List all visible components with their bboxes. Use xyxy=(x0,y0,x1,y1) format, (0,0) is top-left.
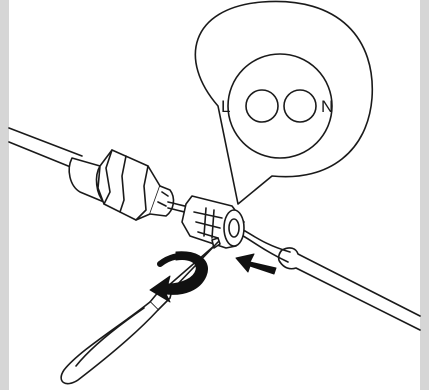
left-side-bar xyxy=(0,0,9,390)
terminal-insert xyxy=(181,195,245,249)
rotation-arrow-tail xyxy=(157,253,195,267)
left-cable xyxy=(8,127,83,171)
cable-gland xyxy=(68,149,175,221)
right-side-bar xyxy=(420,0,429,390)
terminal-hole-l xyxy=(245,89,279,123)
terminal-hole-n xyxy=(283,89,317,123)
rotation-arrow-icon xyxy=(149,251,208,303)
label-live: L xyxy=(221,97,230,116)
right-cable xyxy=(277,247,421,331)
label-neutral: N xyxy=(321,97,333,116)
insert-arrow-icon xyxy=(235,253,277,275)
callout-face xyxy=(227,53,333,159)
